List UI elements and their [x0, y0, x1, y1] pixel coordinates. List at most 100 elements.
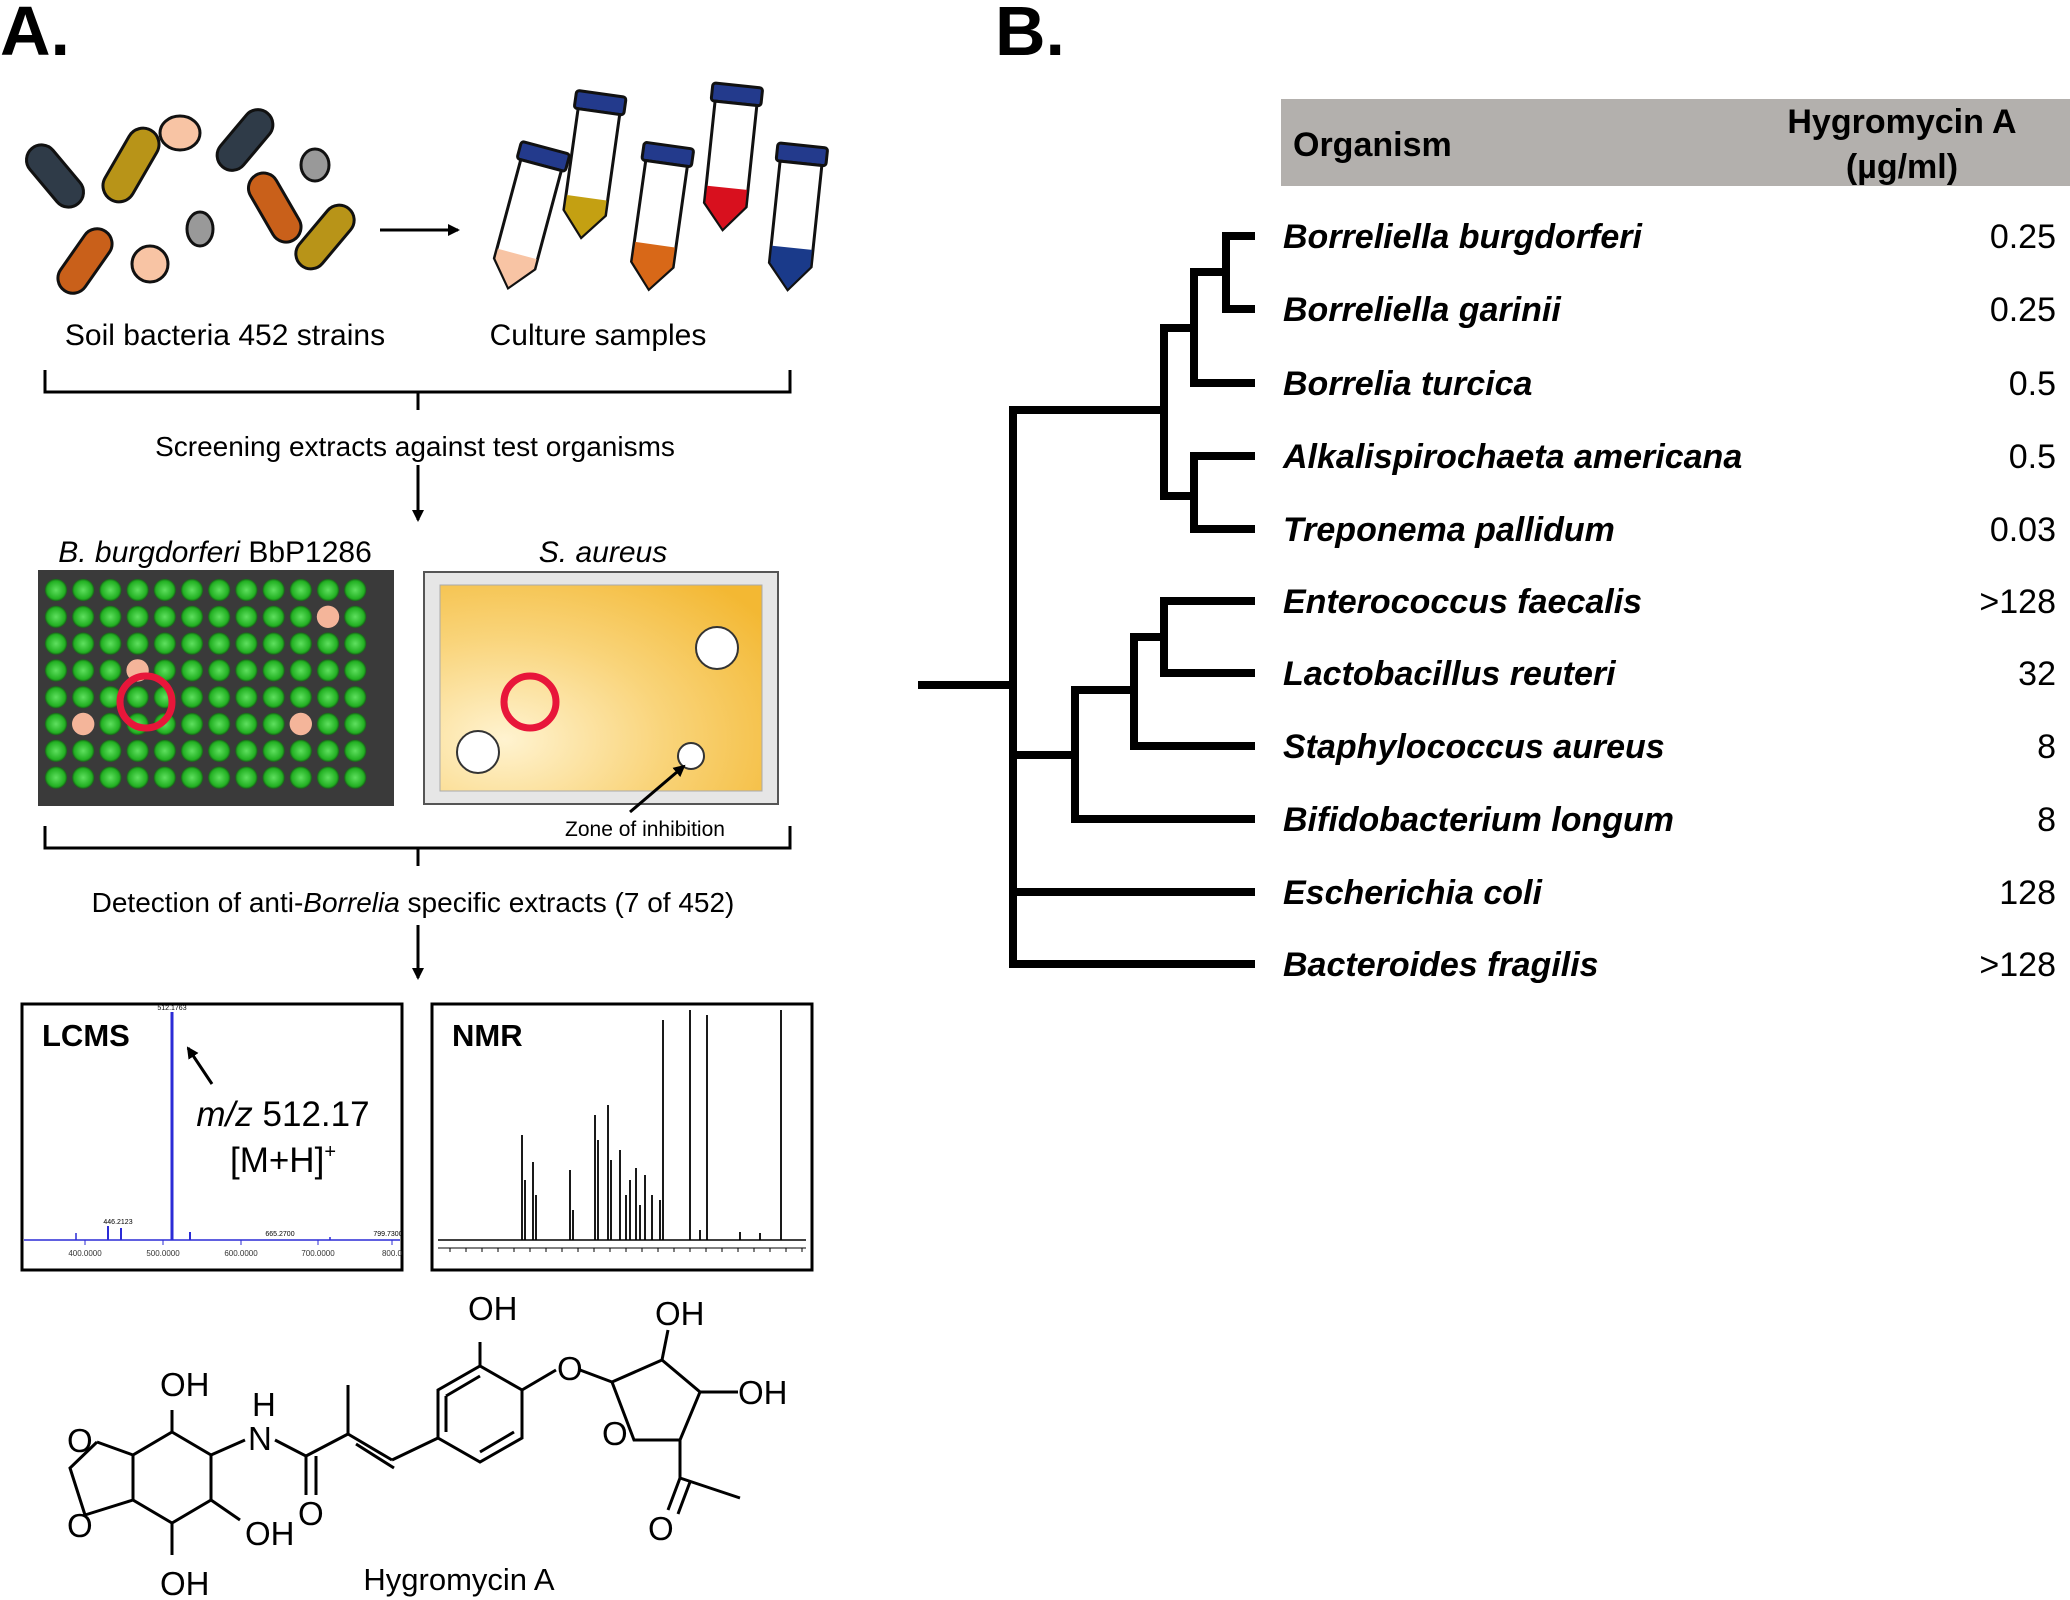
well — [72, 578, 95, 602]
lcms-small-peak-label-3: 799.7300 — [373, 1231, 402, 1238]
molecule-name: Hygromycin A — [363, 1562, 555, 1597]
brace-1 — [43, 370, 792, 410]
well — [289, 605, 312, 628]
well — [316, 739, 340, 762]
well — [235, 632, 258, 655]
atom-oh-sugar-right: OH — [738, 1374, 788, 1411]
well — [99, 605, 122, 628]
well — [262, 712, 285, 736]
culture-caption: Culture samples — [490, 319, 707, 352]
well — [208, 686, 231, 709]
well — [126, 578, 149, 602]
atom-oh-sugar-top: OH — [655, 1295, 705, 1332]
well — [262, 739, 285, 762]
well — [180, 659, 204, 682]
lcms-tick-label: 500.0000 — [146, 1249, 180, 1258]
well — [289, 578, 312, 602]
mic-value: 0.25 — [1990, 291, 2056, 329]
organism-name: Bacteroides fragilis — [1283, 946, 1599, 984]
well — [99, 632, 122, 655]
culture-tubes-illustration — [492, 81, 829, 292]
well — [44, 739, 68, 762]
lcms-ion: [M+H]+ — [230, 1141, 336, 1180]
well — [72, 739, 95, 762]
mic-value: 0.25 — [1990, 218, 2056, 256]
zone-label: Zone of inhibition — [565, 818, 725, 841]
well — [316, 632, 340, 655]
well — [180, 766, 204, 789]
lcms-title: LCMS — [42, 1018, 130, 1053]
well — [44, 578, 68, 602]
well — [126, 739, 149, 762]
well — [99, 739, 122, 762]
well — [208, 766, 231, 789]
mic-value: >128 — [1979, 583, 2056, 621]
organism-name: Borrelia turcica — [1283, 365, 1532, 403]
well — [153, 605, 176, 628]
panel-b-label: B. — [995, 0, 1065, 70]
plate2-title: S. aureus — [539, 536, 667, 569]
well — [180, 686, 204, 709]
nmr-spectrum — [438, 1010, 806, 1252]
well — [99, 766, 122, 789]
agar-highlight-circle — [500, 672, 560, 732]
well — [180, 632, 204, 655]
well-hit — [289, 712, 312, 736]
well — [72, 659, 95, 682]
organism-name: Bifidobacterium longum — [1283, 801, 1674, 839]
well — [235, 659, 258, 682]
well-hit — [72, 712, 95, 736]
well — [180, 578, 204, 602]
organism-name: Alkalispirochaeta americana — [1282, 438, 1742, 476]
atom-oh-top-ring: OH — [468, 1290, 518, 1327]
well — [99, 712, 122, 736]
organism-name: Borreliella burgdorferi — [1283, 218, 1644, 256]
well — [44, 659, 68, 682]
organism-name: Escherichia coli — [1283, 874, 1543, 912]
inhibition-zone-large — [695, 626, 739, 670]
well — [180, 712, 204, 736]
zone-arrow — [629, 764, 686, 814]
organism-name: Enterococcus faecalis — [1283, 583, 1642, 621]
well — [208, 578, 231, 602]
well — [235, 766, 258, 789]
well — [316, 686, 340, 709]
well — [289, 659, 312, 682]
nmr-panel: NMR — [430, 1002, 814, 1272]
well — [126, 632, 149, 655]
mic-value: >128 — [1979, 946, 2056, 984]
lcms-mz: m/z 512.17 — [196, 1095, 369, 1134]
well — [153, 766, 176, 789]
well — [316, 578, 340, 602]
well — [262, 766, 285, 789]
atom-o-ketone: O — [648, 1510, 674, 1547]
well — [316, 659, 340, 682]
well — [126, 605, 149, 628]
well — [344, 766, 367, 789]
nmr-title: NMR — [452, 1018, 523, 1053]
organism-name: Lactobacillus reuteri — [1283, 655, 1617, 693]
plate1-title: B. burgdorferi BbP1286 — [58, 536, 372, 569]
well — [208, 632, 231, 655]
well — [344, 712, 367, 736]
well — [99, 578, 122, 602]
well — [208, 739, 231, 762]
well — [289, 632, 312, 655]
well — [126, 766, 149, 789]
well — [262, 659, 285, 682]
well — [262, 686, 285, 709]
atom-o-amide: O — [298, 1495, 324, 1532]
atom-oh-cyclo-top: OH — [160, 1366, 210, 1403]
well — [262, 578, 285, 602]
lcms-tick-label: 600.0000 — [224, 1249, 258, 1258]
well — [72, 686, 95, 709]
well — [235, 605, 258, 628]
lcms-annotation-arrow — [186, 1046, 214, 1085]
col-organism: Organism — [1293, 126, 1452, 164]
soil-bacteria-illustration — [25, 108, 356, 295]
screening-text: Screening extracts against test organism… — [155, 431, 675, 462]
well — [44, 686, 68, 709]
organism-name: Treponema pallidum — [1283, 511, 1615, 549]
well — [262, 605, 285, 628]
